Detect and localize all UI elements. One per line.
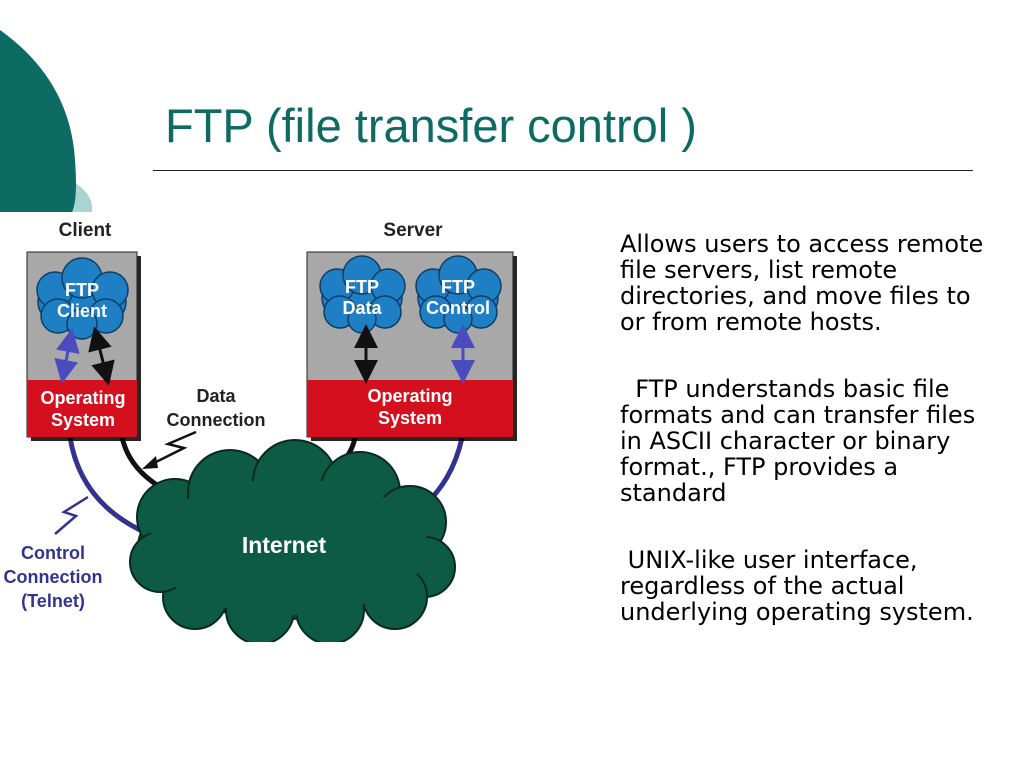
internet-cloud	[129, 439, 456, 642]
ftp-client-text-2: Client	[57, 301, 107, 321]
ftp-data-text-2: Data	[342, 298, 382, 318]
ftp-diagram: Client Server FTP Client FTP Data FTP Co…	[4, 220, 517, 642]
client-os-text-2: System	[51, 410, 115, 430]
ftp-data-cloud	[319, 255, 406, 334]
slide-title: FTP (file transfer control )	[165, 99, 697, 152]
data-connection-text-1: Data	[196, 386, 236, 406]
control-connection-text-1: Control	[21, 543, 85, 563]
ftp-control-text-2: Control	[426, 298, 490, 318]
client-data-arrow	[88, 326, 115, 386]
ftp-client-text-1: FTP	[65, 280, 99, 300]
server-os-text-1: Operating	[367, 386, 452, 406]
data-connection-text-2: Connection	[167, 410, 266, 430]
client-label: Client	[59, 220, 112, 241]
control-connection-text-3: (Telnet)	[21, 591, 85, 611]
paragraph-unix: UNIX-like user interface, regardless of …	[620, 546, 974, 626]
client-control-line	[67, 436, 142, 533]
control-lightning-icon	[54, 495, 89, 535]
corner-dark-shape	[0, 30, 76, 212]
ftp-client-cloud	[36, 257, 129, 340]
slide-body: Allows users to access remote file serve…	[620, 231, 1000, 666]
paragraph-access: Allows users to access remote file serve…	[620, 230, 984, 336]
control-connection-text-2: Connection	[4, 567, 103, 587]
server-label: Server	[383, 220, 443, 241]
data-lightning-arrowhead	[142, 456, 158, 469]
ftp-data-text-1: FTP	[345, 277, 379, 297]
title-divider	[153, 170, 973, 171]
client-os-text-1: Operating	[40, 388, 125, 408]
client-control-arrow	[54, 328, 80, 384]
data-lightning-icon	[149, 430, 197, 467]
paragraph-formats: FTP understands basic file formats and c…	[620, 375, 983, 507]
internet-label: Internet	[242, 532, 327, 558]
ftp-control-text-1: FTP	[441, 277, 475, 297]
server-os-text-2: System	[378, 408, 442, 428]
